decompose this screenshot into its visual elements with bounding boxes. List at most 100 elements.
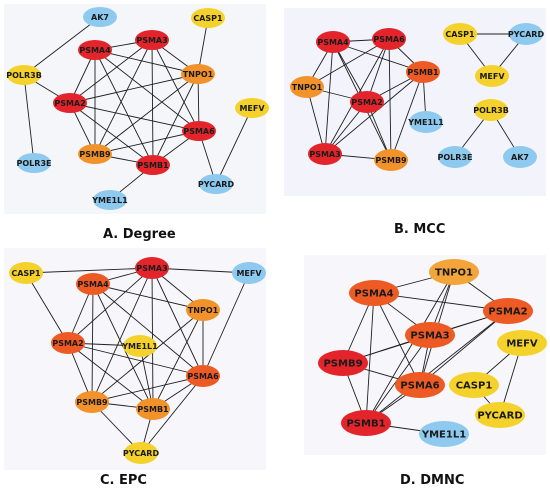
- node-label: PYCARD: [508, 30, 545, 39]
- node-shape: [419, 421, 469, 447]
- node-c-pycard: PYCARD: [123, 442, 159, 464]
- node-b-pycard: PYCARD: [508, 23, 545, 45]
- node-d-mefv: MEFV: [497, 330, 547, 356]
- node-shape: [474, 99, 508, 121]
- edge-d-psma4-psma6: [373, 292, 421, 386]
- node-shape: [135, 30, 169, 50]
- node-label: PSMA4: [354, 289, 393, 300]
- node-b-tnpo1: TNPO1: [290, 76, 324, 98]
- node-c-psmb1: PSMB1: [136, 398, 170, 420]
- node-label: PSMB9: [375, 156, 407, 165]
- node-label: CASP1: [456, 381, 493, 392]
- node-label: AK7: [511, 153, 529, 162]
- node-shape: [406, 61, 440, 83]
- edge-c-psma3-psma2: [67, 267, 153, 344]
- edge-c-psma4-psma6: [92, 283, 204, 377]
- node-shape: [7, 65, 41, 85]
- node-a-polr3b: POLR3B: [6, 65, 42, 85]
- node-shape: [483, 298, 533, 324]
- caption-panel-a: A. Degree: [103, 227, 176, 242]
- node-shape: [395, 372, 445, 398]
- edge-d-psma4-psmb1: [365, 292, 375, 424]
- node-b-mefv: MEFV: [475, 65, 509, 87]
- node-shape: [135, 257, 169, 279]
- edge-c-psma4-tnpo1: [92, 283, 204, 311]
- edge-a-psma2-psmb1: [69, 102, 154, 166]
- edge-c-psma3-psmb1: [151, 267, 154, 410]
- node-label: CASP1: [445, 30, 475, 39]
- node-c-psma2: PSMA2: [51, 332, 85, 354]
- node-shape: [443, 23, 477, 45]
- node-a-polr3e: POLR3E: [17, 153, 51, 173]
- node-label: YME1L1: [421, 430, 466, 441]
- node-a-mefv: MEFV: [235, 98, 269, 118]
- node-label: PSMA4: [317, 38, 349, 47]
- edge-a-tnpo1-psmb1: [152, 73, 199, 166]
- node-a-yme1l1: YME1L1: [91, 190, 128, 210]
- edge-c-tnpo1-psmb9: [91, 309, 204, 403]
- node-shape: [316, 31, 350, 53]
- edge-c-mefv-psma6: [202, 272, 250, 377]
- edge-a-psma4-tnpo1: [94, 49, 199, 75]
- node-label: PSMA6: [400, 381, 439, 392]
- node-label: PSMA4: [79, 46, 111, 55]
- node-shape: [53, 93, 87, 113]
- node-shape: [17, 153, 51, 173]
- node-label: PSMB9: [79, 150, 111, 159]
- node-a-casp1: CASP1: [191, 8, 225, 28]
- node-label: PSMB9: [323, 359, 362, 370]
- node-shape: [405, 322, 455, 348]
- node-shape: [182, 121, 216, 141]
- node-d-psmb1: PSMB1: [341, 410, 391, 436]
- node-label: PSMA6: [183, 127, 215, 136]
- node-shape: [75, 391, 109, 413]
- node-shape: [124, 442, 158, 464]
- node-c-tnpo1: TNPO1: [186, 299, 220, 321]
- node-shape: [136, 398, 170, 420]
- node-label: AK7: [91, 13, 109, 22]
- node-shape: [350, 91, 384, 113]
- node-a-tnpo1: TNPO1: [181, 64, 215, 84]
- node-label: CASP1: [193, 14, 223, 23]
- caption-panel-d: D. DMNC: [400, 473, 465, 488]
- node-label: PSMA2: [54, 99, 85, 108]
- node-shape: [123, 335, 157, 357]
- node-shape: [497, 330, 547, 356]
- node-shape: [232, 262, 266, 284]
- node-shape: [341, 410, 391, 436]
- node-b-psma2: PSMA2: [350, 91, 384, 113]
- edge-a-polr3b-polr3e: [23, 74, 35, 164]
- node-shape: [199, 174, 233, 194]
- node-shape: [349, 280, 399, 306]
- node-c-psmb9: PSMB9: [75, 391, 109, 413]
- node-shape: [181, 64, 215, 84]
- node-shape: [93, 190, 127, 210]
- node-a-psmb1: PSMB1: [136, 155, 170, 175]
- node-label: POLR3E: [438, 153, 473, 162]
- node-shape: [409, 111, 443, 133]
- node-shape: [235, 98, 269, 118]
- node-a-ak7: AK7: [83, 7, 117, 27]
- edge-c-psma2-psma6: [67, 342, 204, 377]
- edge-d-psma2-psma6: [419, 310, 509, 386]
- node-b-psma6: PSMA6: [372, 28, 406, 50]
- node-label: MEFV: [239, 104, 265, 113]
- node-shape: [9, 262, 43, 284]
- node-shape: [186, 299, 220, 321]
- node-shape: [475, 65, 509, 87]
- node-b-casp1: CASP1: [443, 23, 477, 45]
- node-b-psma3: PSMA3: [308, 143, 342, 165]
- edge-b-tnpo1-psma3: [306, 86, 326, 155]
- node-c-psma3: PSMA3: [135, 257, 169, 279]
- node-d-psmb9: PSMB9: [318, 350, 368, 376]
- node-shape: [76, 273, 110, 295]
- node-shape: [429, 259, 479, 285]
- node-a-psma4: PSMA4: [78, 40, 112, 60]
- edge-a-mefv-pycard: [215, 107, 253, 185]
- node-label: PSMA2: [52, 339, 83, 348]
- node-shape: [308, 143, 342, 165]
- edge-c-psma4-psmb1: [92, 283, 154, 410]
- node-b-ak7: AK7: [503, 146, 537, 168]
- edge-a-psma4-psmb1: [94, 49, 154, 166]
